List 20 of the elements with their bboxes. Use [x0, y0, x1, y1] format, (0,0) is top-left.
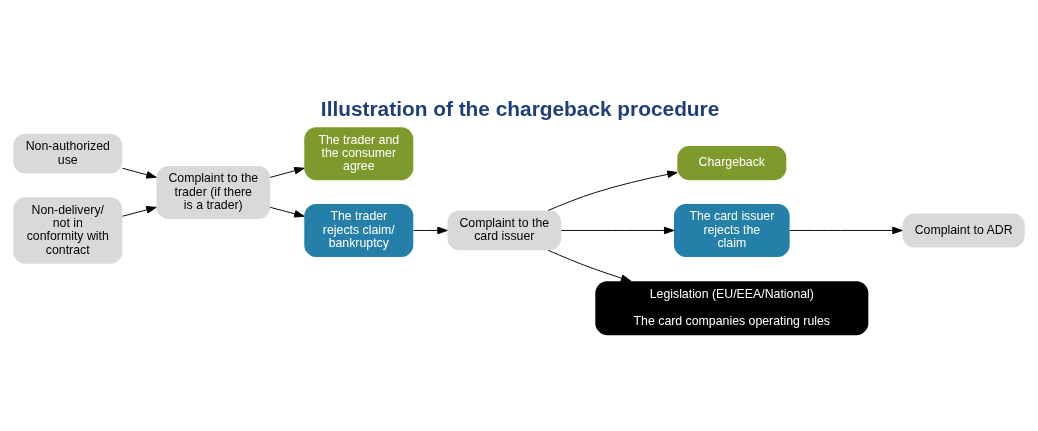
node-box: Chargeback — [677, 145, 787, 180]
node-box: Complaint to the card issuer — [447, 210, 562, 250]
node-box: The trader rejects claim/ bankruptcy — [304, 203, 414, 257]
diagram-title: Illustration of the chargeback procedure — [320, 96, 720, 120]
node-box: Legislation (EU/EEA/National) The card companies operating rules — [595, 280, 869, 335]
node-box: The card issuer rejects the claim — [674, 203, 790, 257]
arrow — [122, 167, 157, 179]
arrow — [269, 166, 305, 178]
arrow — [269, 206, 305, 218]
arrow — [547, 249, 632, 282]
arrow — [789, 226, 903, 234]
arrow — [413, 226, 448, 234]
arrow — [122, 205, 157, 217]
node-box: Non-authorized use — [13, 133, 123, 174]
node-box: Non-delivery/ not in conformity with contract — [13, 196, 123, 264]
node-box: Complaint to the trader (if there is a trader) — [156, 165, 271, 219]
arrow — [547, 170, 678, 211]
arrow — [560, 226, 675, 234]
node-box: The trader and the consumer agree — [304, 126, 414, 180]
node-box: Complaint to ADR — [902, 212, 1025, 247]
